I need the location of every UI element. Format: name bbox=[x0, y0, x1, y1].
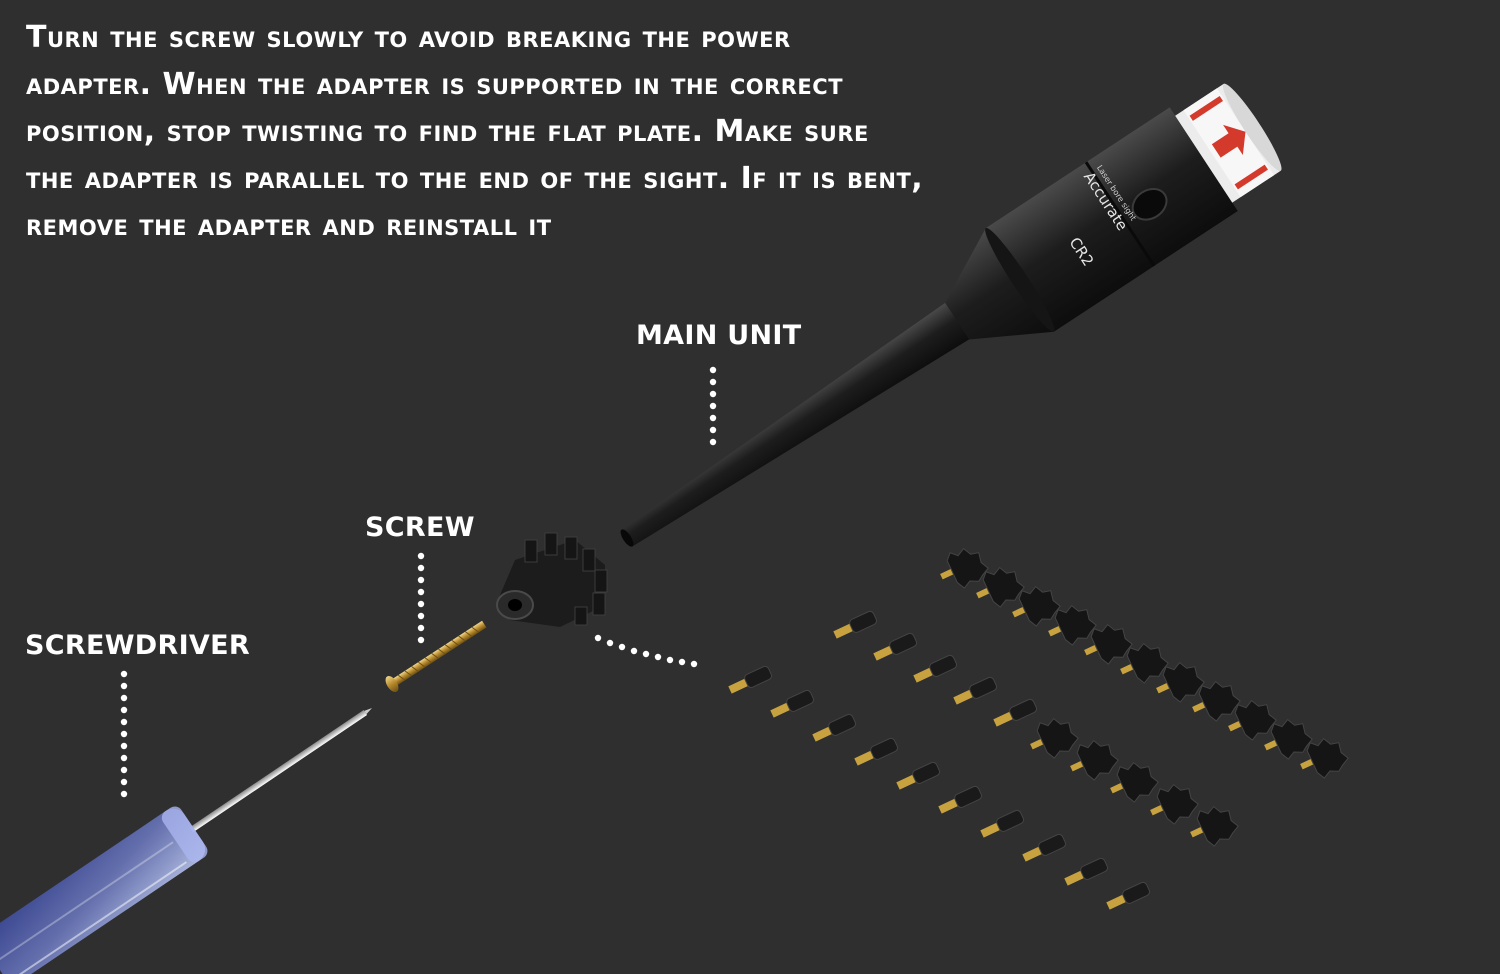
adapter-gear bbox=[1012, 585, 1061, 627]
adapter-pin bbox=[913, 654, 958, 683]
adapter-gear bbox=[940, 547, 989, 589]
screwdriver-handle bbox=[0, 808, 206, 974]
main-unit-body bbox=[985, 107, 1238, 332]
adapter-pin bbox=[938, 785, 983, 814]
adapter-gear bbox=[1264, 718, 1313, 760]
adapter-gear bbox=[1048, 604, 1097, 646]
adapter-pin bbox=[980, 809, 1025, 838]
adapter-gear bbox=[1110, 761, 1159, 803]
screwdriver bbox=[0, 708, 372, 974]
adapter-gear bbox=[1300, 737, 1349, 779]
adapter-gear bbox=[1228, 699, 1277, 741]
adapter-gear bbox=[1070, 739, 1119, 781]
small-adapters bbox=[728, 547, 1349, 910]
adapter-gear bbox=[1192, 680, 1241, 722]
adapter-pin bbox=[1064, 857, 1109, 886]
adapter-pin bbox=[1022, 833, 1067, 862]
adapter-gear bbox=[1156, 661, 1205, 703]
adapter-pin bbox=[812, 713, 857, 742]
adapter-pin bbox=[993, 698, 1038, 727]
adapter-gear bbox=[1084, 623, 1133, 665]
adapter-gear bbox=[1190, 805, 1239, 847]
main-unit: Accurate Laser bore sight CR2 bbox=[620, 83, 1282, 547]
adapter-gear bbox=[976, 566, 1025, 608]
adapter-leader-dots bbox=[594, 634, 698, 668]
adapter-pin bbox=[896, 761, 941, 790]
adapter-gear bbox=[1150, 783, 1199, 825]
brass-screw bbox=[385, 620, 487, 693]
main-unit-rod bbox=[621, 300, 974, 547]
adapter-pin bbox=[1106, 881, 1151, 910]
adapter-pin bbox=[873, 632, 918, 661]
main-unit-label: MAIN UNIT bbox=[636, 320, 802, 351]
main-unit-cone bbox=[945, 228, 1054, 340]
adapter-gear bbox=[1120, 642, 1169, 684]
screw-leader-dots bbox=[417, 552, 425, 644]
main-unit-leader-dots bbox=[709, 366, 717, 446]
main-unit-rod-tip bbox=[620, 529, 634, 547]
adapter-gear bbox=[1030, 717, 1079, 759]
warning-arrow-icon bbox=[1211, 124, 1246, 158]
screwdriver-leader-dots bbox=[120, 670, 128, 798]
adapter-pin bbox=[953, 676, 998, 705]
gear-adapter bbox=[496, 532, 608, 627]
screwdriver-label: SCREWDRIVER bbox=[25, 630, 250, 661]
instruction-text: Turn the screw slowly to avoid breaking … bbox=[26, 20, 924, 243]
screw-label: SCREW bbox=[365, 512, 475, 543]
adapter-pin bbox=[728, 665, 773, 694]
adapter-pin bbox=[833, 610, 878, 639]
power-button bbox=[1131, 187, 1168, 221]
adapter-pin bbox=[770, 689, 815, 718]
adapter-pin bbox=[854, 737, 899, 766]
